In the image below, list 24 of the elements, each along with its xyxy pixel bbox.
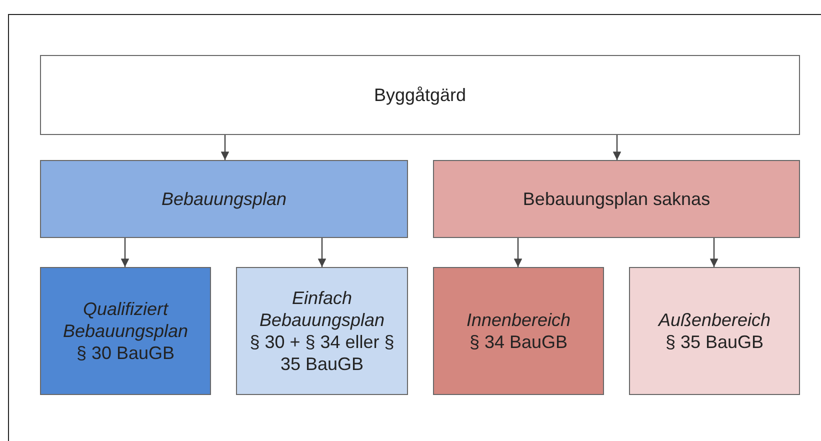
- process-box: [433, 267, 604, 395]
- box-title: Einfach Bebauungsplan: [258, 287, 386, 331]
- process-box: [629, 267, 800, 395]
- arrow: [710, 238, 718, 267]
- process-box: [433, 160, 800, 238]
- box-text: § 34 BauGB: [469, 331, 568, 353]
- arrow: [120, 238, 130, 267]
- box-title: Byggåtgärd: [374, 84, 466, 106]
- process-box: [40, 55, 800, 135]
- box-title: Außenbereich: [658, 309, 771, 331]
- box-title: Qualifiziert Bebauungsplan: [62, 298, 190, 342]
- box-text: § 30 BauGB: [76, 342, 175, 364]
- process-box: [40, 267, 211, 395]
- arrow: [318, 238, 326, 267]
- box-title: Innenbereich: [466, 309, 571, 331]
- box-text: § 30 + § 34 eller § 35 BauGB: [248, 331, 396, 375]
- box-title: Bebauungsplan: [161, 188, 287, 210]
- box-title: Bebauungsplan saknas: [522, 188, 710, 210]
- arrow: [514, 238, 522, 267]
- box-text: § 35 BauGB: [665, 331, 764, 353]
- process-box: [40, 160, 408, 238]
- process-box: [236, 267, 408, 395]
- arrow: [612, 135, 622, 160]
- arrow: [220, 135, 230, 160]
